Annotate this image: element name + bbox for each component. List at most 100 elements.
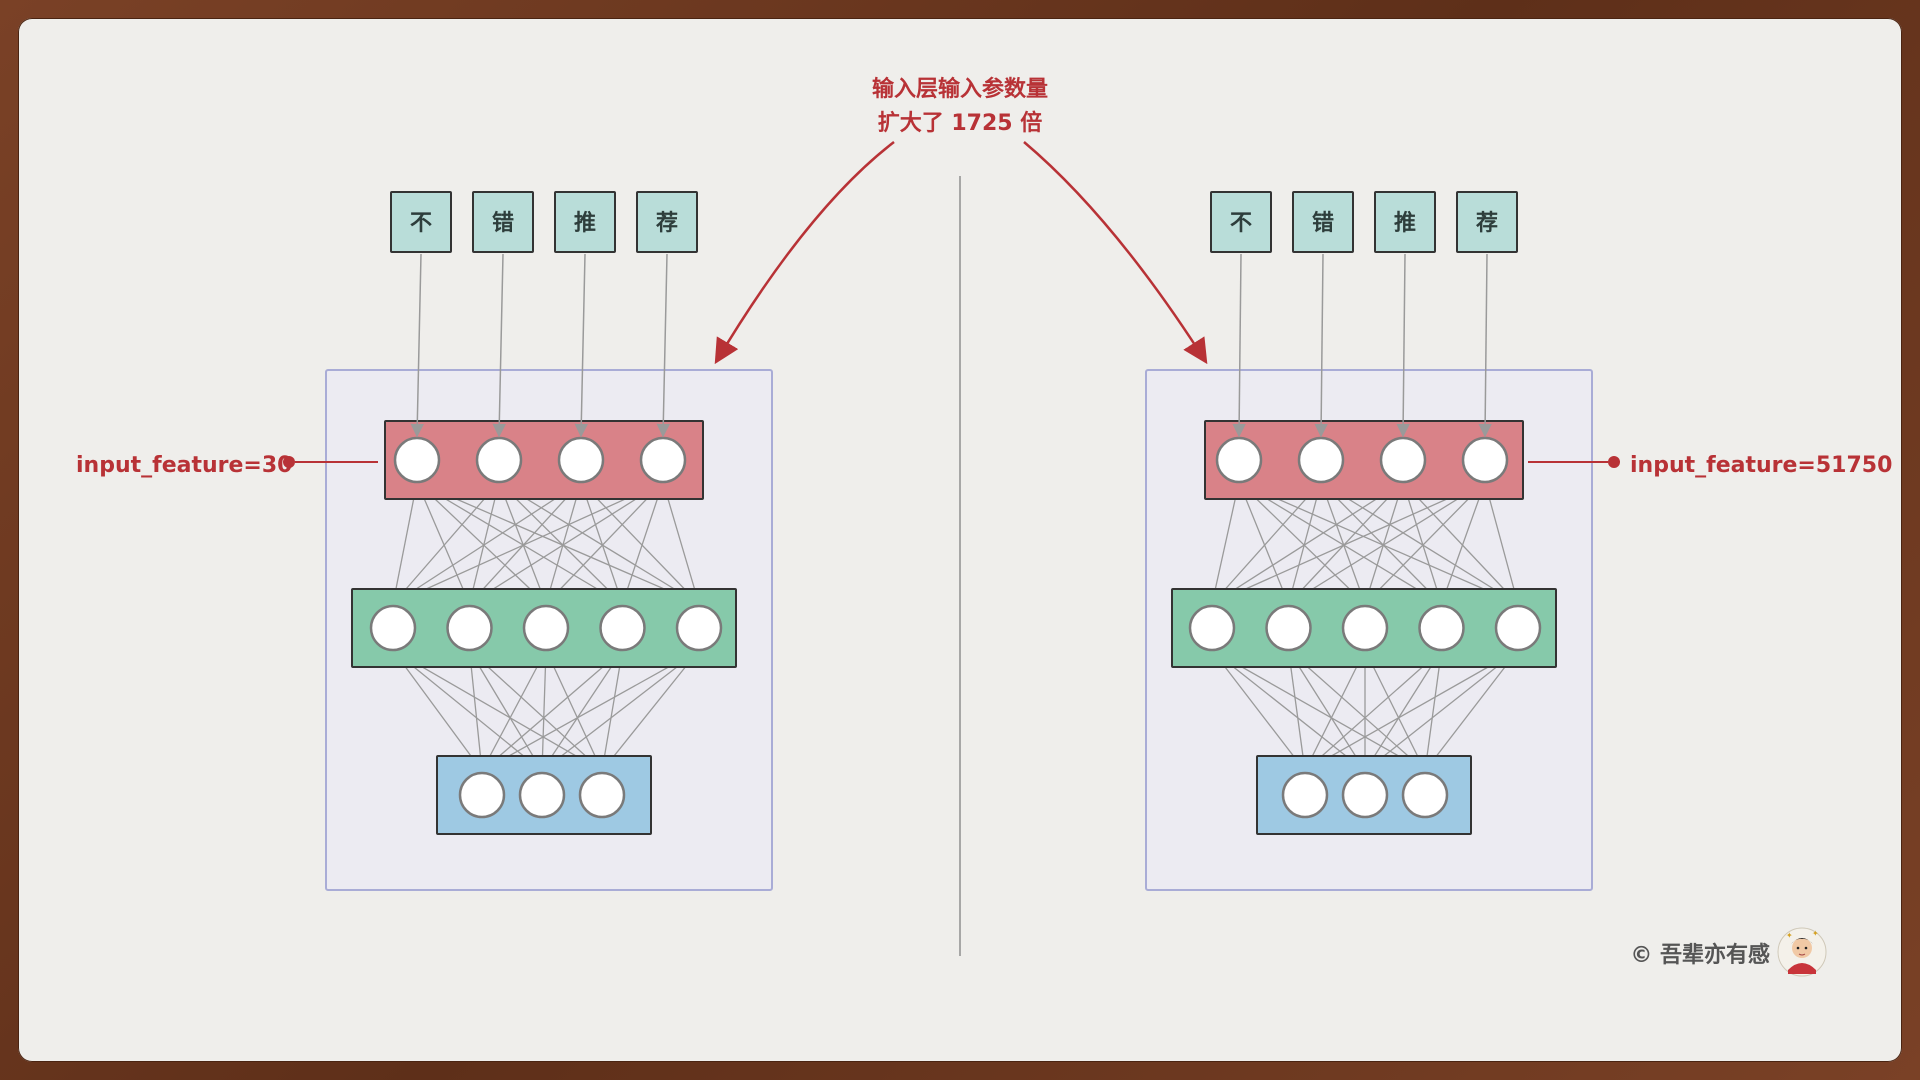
left-edge-l0-0-0: [389, 481, 418, 606]
left-input-node-1: [475, 436, 523, 484]
right-hidden-node-0: [1188, 604, 1236, 652]
svg-text:✦: ✦: [1786, 931, 1793, 940]
left-edge-l1-0-0: [392, 649, 483, 772]
left-edge-l0-0-4: [416, 481, 701, 606]
right-hidden-node-2: [1341, 604, 1389, 652]
right-edge-l1-1-1: [1287, 649, 1366, 772]
right-edge-l0-3-0: [1210, 481, 1486, 606]
right-edge-l0-3-4: [1484, 481, 1521, 606]
left-token-box-1: [472, 191, 534, 253]
right-edge-l1-4-0: [1303, 649, 1519, 772]
right-edge-l0-1-4: [1320, 481, 1519, 605]
right-edge-l1-3-1: [1364, 649, 1443, 772]
right-feature-dot: [1608, 456, 1620, 468]
left-layer-input: [384, 420, 704, 500]
left-feature-dot: [283, 456, 295, 468]
left-token-box-3: [636, 191, 698, 253]
left-edge-l0-3-1: [468, 481, 664, 605]
left-input-node-0: [393, 436, 441, 484]
right-edge-l0-0-3: [1238, 481, 1443, 605]
left-edge-l0-0-1: [416, 481, 471, 606]
right-token-box-3: [1456, 191, 1518, 253]
right-token-box-1: [1292, 191, 1354, 253]
left-output-node-2: [578, 771, 626, 819]
left-edge-l0-2-3: [580, 481, 625, 606]
right-input-node-3: [1461, 436, 1509, 484]
right-input-node-1: [1297, 436, 1345, 484]
right-token-label-1: 错: [1312, 210, 1334, 236]
right-edge-l0-0-1: [1238, 481, 1290, 606]
annotation-line-2: 扩大了 1725 倍: [878, 110, 1043, 136]
right-token-label-3: 荐: [1476, 210, 1498, 236]
right-edge-l0-1-3: [1320, 481, 1443, 605]
right-input-node-0: [1215, 436, 1263, 484]
credit-text: © 吾辈亦有感: [1630, 942, 1770, 968]
left-edge-l1-2-2: [545, 649, 603, 773]
left-token-arrow-2: [574, 253, 589, 438]
right-edge-l0-2-3: [1402, 481, 1444, 606]
left-edge-l0-0-2: [416, 481, 547, 605]
left-edge-l0-1-4: [498, 481, 700, 605]
left-feature-label: input_feature=30: [76, 453, 292, 478]
right-edge-l0-3-1: [1287, 481, 1486, 605]
left-output-node-0: [458, 771, 506, 819]
left-edge-l1-2-1: [536, 649, 549, 773]
right-edge-l0-2-4: [1402, 481, 1519, 605]
left-edge-l1-2-0: [481, 649, 547, 773]
left-token-arrow-3: [656, 253, 671, 438]
right-edge-l1-4-2: [1424, 649, 1519, 772]
left-token-arrow-0: [410, 253, 425, 438]
left-hidden-node-1: [446, 604, 493, 652]
right-edge-l1-4-1: [1364, 649, 1519, 772]
diagram-svg: 输入层输入参数量 扩大了 1725 倍 不错推荐 不错推荐 input_feat…: [76, 76, 1892, 977]
left-input-node-3: [639, 436, 687, 484]
left-network: 不错推荐: [325, 191, 773, 891]
right-token-arrow-3: [1478, 253, 1492, 438]
left-output-node-1: [518, 771, 566, 819]
left-edge-l1-1-1: [468, 649, 543, 773]
right-edge-l0-0-4: [1238, 481, 1520, 606]
left-edge-l1-4-0: [480, 649, 700, 772]
right-output-node-0: [1281, 771, 1329, 819]
avatar-icon: ✦ ✦: [1777, 927, 1827, 977]
left-edge-l1-3-1: [541, 649, 624, 772]
left-token-label-0: 不: [410, 211, 432, 236]
right-token-arrow-2: [1396, 253, 1410, 438]
left-hidden-node-3: [599, 604, 646, 652]
right-edge-l0-2-2: [1362, 481, 1404, 606]
left-edge-l0-0-3: [416, 481, 624, 605]
left-hidden-node-2: [522, 604, 570, 652]
annotation-line-1: 输入层输入参数量: [872, 76, 1048, 102]
right-edge-l1-2-2: [1364, 649, 1426, 773]
annotation-arrow-right: [1023, 141, 1208, 365]
right-token-arrow-0: [1232, 253, 1246, 438]
left-edge-l0-3-3: [620, 481, 664, 606]
left-token-label-3: 荐: [656, 210, 678, 236]
left-edge-l0-3-0: [391, 481, 664, 605]
left-edge-l0-1-1: [466, 481, 500, 606]
left-edge-l0-2-0: [392, 481, 582, 605]
right-input-node-2: [1379, 436, 1427, 484]
right-output-node-1: [1341, 771, 1389, 819]
right-edge-l0-1-0: [1211, 481, 1322, 605]
right-token-arrow-1: [1314, 253, 1328, 438]
right-token-box-2: [1374, 191, 1436, 253]
right-edge-l0-2-0: [1211, 481, 1404, 605]
right-token-label-2: 推: [1394, 211, 1416, 236]
left-edge-l1-3-0: [481, 649, 623, 772]
right-feature-label: input_feature=51750: [1630, 453, 1892, 478]
left-edge-l1-3-2: [597, 649, 624, 773]
left-token-box-2: [554, 191, 616, 253]
left-edge-l0-2-4: [580, 481, 700, 605]
left-edge-l1-1-0: [468, 649, 487, 773]
left-edge-l0-1-0: [392, 481, 500, 605]
right-edge-l0-3-3: [1439, 481, 1486, 606]
right-edge-l1-1-0: [1287, 649, 1310, 773]
left-token-label-2: 推: [574, 211, 596, 236]
right-network: 不错推荐: [1145, 191, 1593, 891]
right-edge-l0-1-1: [1285, 481, 1322, 606]
left-edge-l1-4-1: [541, 649, 700, 772]
left-hidden-node-0: [369, 604, 417, 652]
right-edge-l0-0-0: [1208, 481, 1240, 606]
